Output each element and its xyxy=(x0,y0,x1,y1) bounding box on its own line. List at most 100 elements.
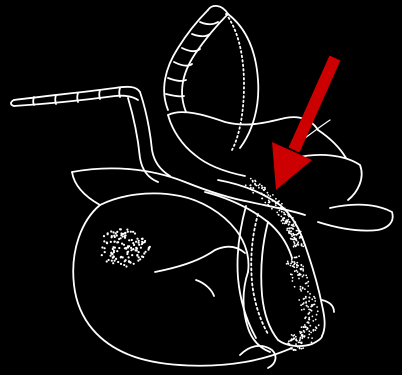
stipple-dot xyxy=(288,224,290,226)
stipple-dot xyxy=(267,192,269,194)
stipple-dot xyxy=(110,253,112,255)
stipple-dot xyxy=(149,246,151,248)
stipple-dot xyxy=(124,260,126,262)
stipple-dot xyxy=(302,268,304,270)
stipple-dot xyxy=(298,278,300,280)
stipple-dot xyxy=(305,301,307,303)
stipple-dot xyxy=(276,212,278,214)
stipple-dot xyxy=(305,275,307,277)
stipple-dot xyxy=(300,290,302,292)
stipple-dot xyxy=(304,331,306,333)
stipple-dot xyxy=(311,310,313,312)
stipple-dot xyxy=(309,293,311,295)
stipple-dot xyxy=(250,187,252,189)
stipple-dot xyxy=(263,194,265,196)
stipple-dot xyxy=(282,222,284,224)
stipple-dot xyxy=(318,324,320,326)
stipple-dot xyxy=(275,202,277,204)
stipple-dot xyxy=(117,261,119,263)
stipple-dot xyxy=(118,238,120,240)
stipple-dot xyxy=(127,231,129,233)
stipple-dot xyxy=(131,239,133,241)
stipple-dot xyxy=(303,308,305,310)
stipple-dot xyxy=(302,287,304,289)
stipple-dot xyxy=(315,319,317,321)
stipple-dot xyxy=(314,304,316,306)
stipple-dot xyxy=(290,263,292,265)
stipple-dot xyxy=(296,257,298,259)
stipple-dot xyxy=(250,178,252,180)
stipple-dot xyxy=(306,282,308,284)
stipple-dot xyxy=(106,260,108,262)
stipple-dot xyxy=(306,305,308,307)
stipple-dot xyxy=(289,232,291,234)
stipple-dot xyxy=(283,209,285,211)
stipple-dot xyxy=(309,325,311,327)
stipple-dot xyxy=(296,266,298,268)
stipple-dot xyxy=(295,336,297,338)
stipple-dot xyxy=(258,185,260,187)
stipple-dot xyxy=(130,247,132,249)
stipple-dot xyxy=(308,337,310,339)
stipple-dot xyxy=(288,263,290,265)
stipple-dot xyxy=(128,239,130,241)
stipple-dot xyxy=(301,326,303,328)
stipple-dot xyxy=(284,214,286,216)
stipple-dot xyxy=(267,204,269,206)
stipple-dot xyxy=(133,263,135,265)
stipple-dot xyxy=(138,244,140,246)
stipple-dot xyxy=(138,242,140,244)
stipple-dot xyxy=(290,347,292,349)
stipple-dot xyxy=(311,342,313,344)
stipple-dot xyxy=(297,274,299,276)
stipple-dot xyxy=(133,244,135,246)
stipple-dot xyxy=(283,212,285,214)
stipple-dot xyxy=(301,309,303,311)
stipple-dot xyxy=(283,217,285,219)
stipple-dot xyxy=(301,348,303,350)
stipple-dot xyxy=(300,288,302,290)
stipple-dot xyxy=(287,214,289,216)
stipple-dot xyxy=(304,288,306,290)
stipple-dot xyxy=(110,255,112,257)
stipple-dot xyxy=(281,211,283,213)
stipple-dot xyxy=(297,230,299,232)
stipple-dot xyxy=(298,299,300,301)
stipple-dot xyxy=(261,185,263,187)
stipple-dot xyxy=(116,250,118,252)
stipple-dot xyxy=(295,339,297,341)
stipple-dot xyxy=(128,256,130,258)
stipple-dot xyxy=(136,247,138,249)
stipple-dot xyxy=(302,239,304,241)
stipple-dot xyxy=(280,216,282,218)
stipple-dot xyxy=(141,243,143,245)
stipple-dot xyxy=(294,221,296,223)
stipple-dot xyxy=(302,266,304,268)
stipple-dot xyxy=(123,264,125,266)
stipple-dot xyxy=(118,247,120,249)
stipple-dot xyxy=(291,334,293,336)
stipple-dot xyxy=(116,234,118,236)
stipple-dot xyxy=(317,310,319,312)
stipple-dot xyxy=(259,183,261,185)
stipple-dot xyxy=(286,229,288,231)
stipple-dot xyxy=(295,225,297,227)
stipple-dot xyxy=(305,296,307,298)
stipple-dot xyxy=(316,306,318,308)
stipple-dot xyxy=(107,233,109,235)
stipple-dot xyxy=(140,247,142,249)
stipple-dot xyxy=(301,268,303,270)
stipple-dot xyxy=(312,330,314,332)
stipple-dot xyxy=(101,254,103,256)
stipple-dot xyxy=(307,285,309,287)
stipple-dot xyxy=(308,297,310,299)
stipple-dot xyxy=(111,236,113,238)
stipple-dot xyxy=(294,286,296,288)
stipple-dot xyxy=(116,231,118,233)
stipple-dot xyxy=(134,232,136,234)
stipple-dot xyxy=(301,245,303,247)
stipple-dot xyxy=(132,231,134,233)
stipple-dot xyxy=(294,270,296,272)
stipple-dot xyxy=(112,231,114,233)
